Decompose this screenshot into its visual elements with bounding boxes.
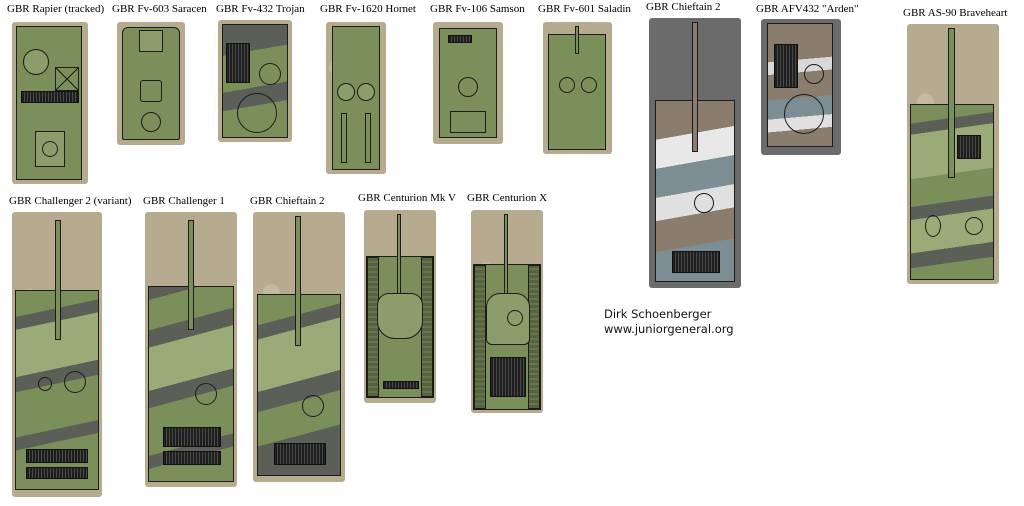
radar-dish-icon [42,141,58,157]
vehicle-body [767,23,833,147]
cupola-icon [64,371,86,393]
label-trojan: GBR Fv-432 Trojan [216,3,305,15]
cupola-icon [458,77,478,97]
cupola-icon [694,193,714,213]
vehicle-body [439,28,497,138]
grille [21,91,79,103]
rear-panel [450,111,486,133]
counter-samson[interactable] [433,22,503,144]
counter-challenger2-variant[interactable] [12,212,102,497]
cupola-icon [195,383,217,405]
counter-centurion-mk5[interactable] [364,210,436,403]
vehicle-body [366,256,434,398]
counter-hornet[interactable] [326,22,386,174]
label-as90: GBR AS-90 Braveheart [903,7,1008,19]
counter-rapier[interactable] [12,22,88,184]
gun-barrel [55,220,61,340]
hatch-icon [965,217,983,235]
label-samson: GBR Fv-106 Samson [430,3,525,15]
wheel-icon [357,83,375,101]
counter-centurion-x[interactable] [471,210,543,413]
missile-rail [341,113,347,163]
label-saracen: GBR Fv-603 Saracen [112,3,207,15]
gun-barrel [295,216,301,346]
wheel-icon [337,83,355,101]
hatch-icon [23,49,49,75]
vehicle-body [332,26,380,170]
vehicle-body [16,26,82,180]
grille [383,381,419,389]
grille [490,357,526,397]
label-centurion-x: GBR Centurion X [467,192,548,204]
turret [377,293,423,339]
vehicle-body [222,24,288,138]
counter-saladin[interactable] [543,22,612,154]
grille [957,135,981,159]
hatch-icon [38,377,52,391]
label-rapier: GBR Rapier (tracked) [7,3,105,15]
label-hornet: GBR Fv-1620 Hornet [320,3,416,15]
label-challenger1: GBR Challenger 1 [143,195,225,207]
x-panel-icon [55,67,79,91]
vehicle-body [122,27,180,140]
grille [672,251,720,273]
grille [448,35,472,43]
label-chieftain2-arctic: GBR Chieftain 2 [646,1,721,13]
cupola-icon [507,310,523,326]
counter-chieftain2-arctic[interactable] [649,18,741,288]
missile-rail [365,113,371,163]
gun-barrel [188,220,194,330]
gun-barrel [692,22,698,152]
cupola-icon [302,395,324,417]
front-hatch [139,30,163,52]
grille [163,427,221,447]
rear-hatch-icon [237,93,277,133]
gun-barrel [948,28,955,178]
counter-afv432-arden[interactable] [761,19,841,155]
track-right [421,257,433,397]
gun-barrel [397,214,401,294]
turret [140,80,162,102]
turret [486,293,530,345]
label-challenger2-variant: GBR Challenger 2 (variant) [9,195,132,207]
gun-barrel [504,214,508,294]
label-centurion-mk5: GBR Centurion Mk V [358,192,456,204]
counter-challenger1[interactable] [145,212,237,487]
gun-barrel [575,26,579,54]
hatch-icon [559,77,575,93]
hatch-icon [804,64,824,84]
counter-saracen[interactable] [117,22,185,145]
grille [274,443,326,465]
counter-trojan[interactable] [218,20,292,142]
grille [26,449,88,463]
counter-as90[interactable] [907,24,999,284]
grille [774,44,798,88]
hatch-icon [581,77,597,93]
track-left [474,265,486,409]
label-chieftain2: GBR Chieftain 2 [250,195,325,207]
rear-hatch-icon [141,112,161,132]
hatch-icon [259,63,281,85]
hatch-icon [925,215,941,237]
credit-website[interactable]: www.juniorgeneral.org [604,322,734,336]
label-afv432-arden: GBR AFV432 "Arden" [756,3,859,15]
launcher-box [35,131,65,167]
rear-hatch-icon [784,94,824,134]
grille [163,451,221,465]
grille [26,467,88,479]
credit-author: Dirk Schoenberger [604,307,712,321]
label-saladin: GBR Fv-601 Saladin [538,3,631,15]
grille [226,43,250,83]
vehicle-body [655,100,735,282]
counter-chieftain2[interactable] [253,212,345,482]
